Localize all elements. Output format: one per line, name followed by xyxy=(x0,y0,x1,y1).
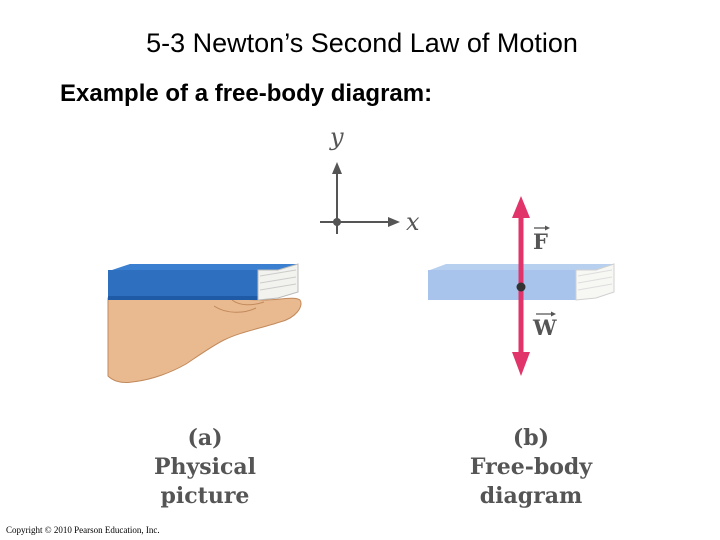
caption-a-letter: (a) xyxy=(187,425,223,451)
force-f-vector-arrow-icon xyxy=(534,225,550,231)
caption-b-letter: (b) xyxy=(512,425,550,451)
x-axis-label: x xyxy=(406,208,420,236)
slide-subtitle: Example of a free-body diagram: xyxy=(60,80,433,107)
caption-a-line1: Physical xyxy=(153,454,257,480)
force-w-vector-arrow-icon xyxy=(536,311,556,317)
coordinate-axes: y x xyxy=(320,123,420,236)
force-w-label: W xyxy=(532,315,557,340)
caption-b-line2: diagram xyxy=(479,483,583,509)
origin-dot xyxy=(333,218,341,226)
free-body-diagram: F W xyxy=(428,196,615,376)
force-f-label: F xyxy=(533,229,548,254)
center-of-mass-dot xyxy=(516,282,526,292)
y-axis-arrowhead xyxy=(332,162,342,174)
physical-picture xyxy=(107,263,302,383)
hand-illustration xyxy=(107,294,302,383)
copyright-notice: Copyright © 2010 Pearson Education, Inc. xyxy=(6,525,160,535)
book-a-spine xyxy=(108,270,258,300)
x-axis-arrowhead xyxy=(388,217,400,227)
book-b-pages xyxy=(575,263,615,301)
slide-title: 5-3 Newton’s Second Law of Motion xyxy=(146,28,578,58)
force-f-arrowhead xyxy=(512,196,530,218)
caption-b-line1: Free-body xyxy=(469,454,593,480)
book-a-top-cover xyxy=(112,264,298,270)
caption-a-line2: picture xyxy=(160,483,250,509)
book-b-spine xyxy=(428,270,576,300)
caption-free-body-diagram: (b) Free-body diagram xyxy=(446,424,616,511)
book-a-pages xyxy=(257,263,299,301)
force-w-arrowhead xyxy=(512,352,530,376)
caption-physical-picture: (a) Physical picture xyxy=(120,424,290,511)
y-axis-label: y xyxy=(329,123,344,151)
